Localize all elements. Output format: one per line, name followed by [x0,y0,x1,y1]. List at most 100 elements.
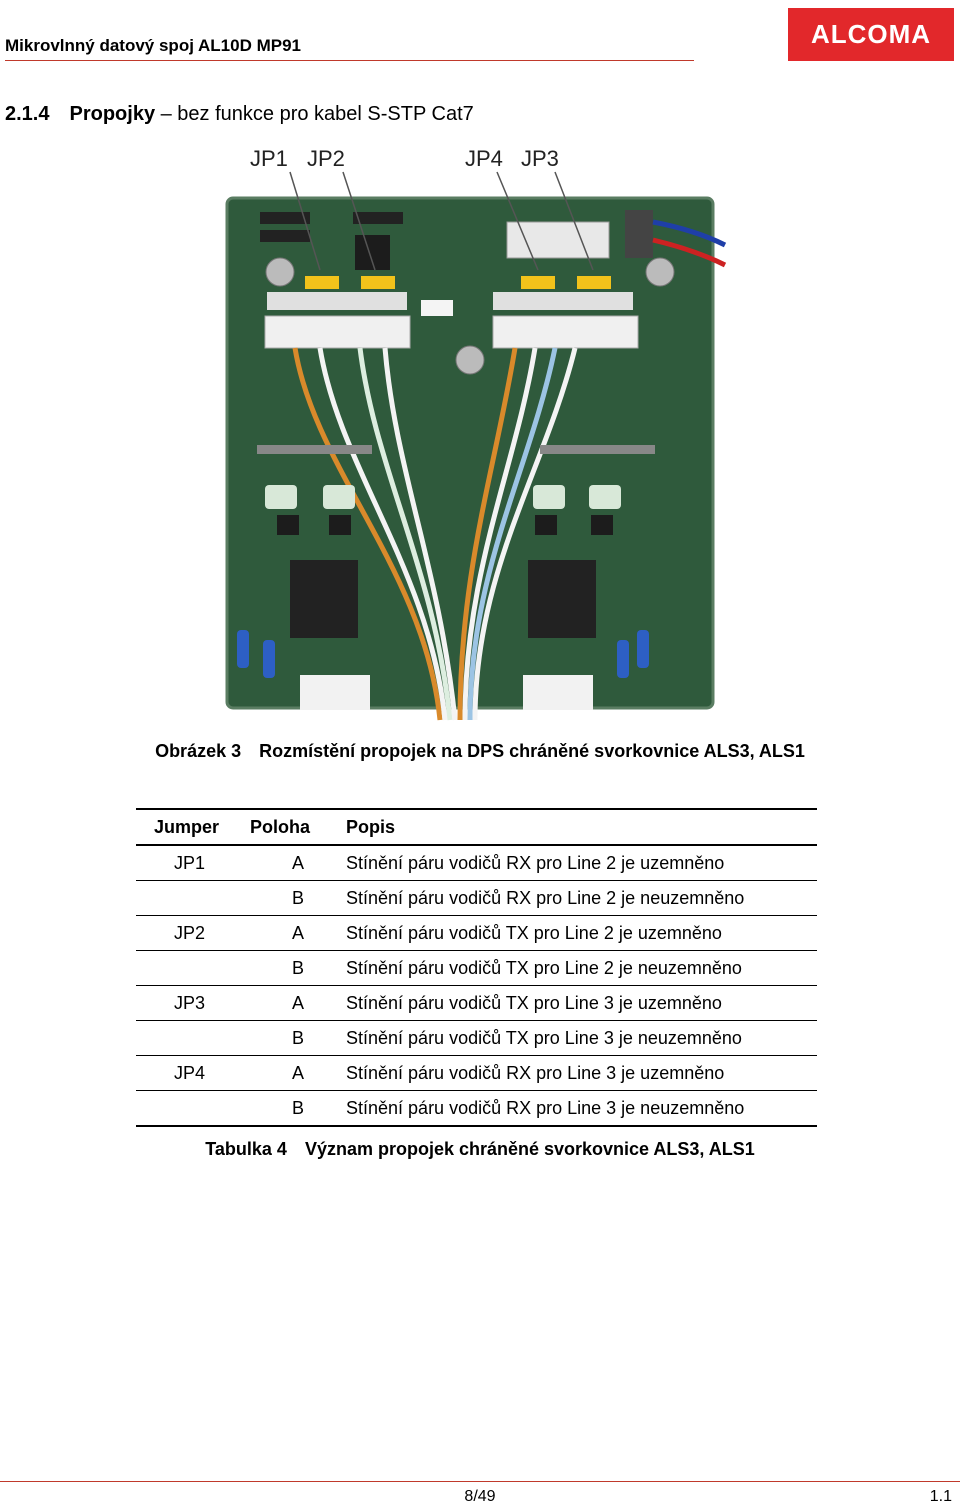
cell-position: B [250,950,346,986]
label-chip [421,300,453,316]
section-number: 2.1.4 [5,103,50,125]
header-jumper: Jumper [136,808,250,846]
label-jp4: JP4 [465,146,503,171]
jp3-ab-marker [577,276,611,289]
table-row: B Stínění páru vodičů TX pro Line 2 je n… [136,950,817,986]
section-title-rest: – bez funkce pro kabel S-STP Cat7 [155,103,474,125]
table-row: JP3 A Stínění páru vodičů TX pro Line 3 … [136,985,817,1021]
fuse [506,221,610,259]
document-title: Mikrovlnný datový spoj AL10D MP91 [5,36,301,55]
cell-description: Stínění páru vodičů RX pro Line 3 je neu… [346,1090,817,1127]
blue-wire [652,219,727,248]
wire-orange [457,347,518,721]
wire-white [382,347,458,721]
screw-icon [455,345,485,375]
table-row: B Stínění páru vodičů TX pro Line 3 je n… [136,1020,817,1056]
section-heading: 2.1.4 Propojky – bez funkce pro kabel S-S… [5,103,474,126]
ic-small [277,515,299,535]
cell-position: A [250,985,346,1021]
wire-orange [292,347,443,721]
cell-jumper [136,950,250,986]
capacitor [237,630,249,668]
cell-position: B [250,1090,346,1127]
figure-caption-number: Obrázek 3 [155,741,242,761]
pointer-jp2 [342,171,376,271]
terminal-block-left [264,315,411,349]
screw-icon [645,257,675,287]
capacitor [263,640,275,678]
cell-jumper [136,1020,250,1056]
cell-jumper [136,1090,250,1127]
label-jp2: JP2 [307,146,345,171]
cell-position: A [250,845,346,881]
cell-position: A [250,915,346,951]
table-row: B Stínění páru vodičů RX pro Line 3 je n… [136,1090,817,1127]
cell-description: Stínění páru vodičů RX pro Line 2 je uze… [346,845,817,881]
cell-jumper [136,880,250,916]
power-terminal [625,210,653,258]
cell-jumper: JP1 [136,845,250,881]
pin-header [540,445,655,454]
diode [353,212,403,224]
pcb-figure: JP1 JP2 JP4 JP3 [225,140,735,730]
table-row: JP2 A Stínění páru vodičů TX pro Line 2 … [136,915,817,951]
diode [260,212,310,224]
wire-white [317,347,448,721]
terminal-strip-left [267,292,407,310]
ic-small [591,515,613,535]
jumper-table: Jumper Poloha Popis JP1 A Stínění páru v… [136,808,817,1127]
pcb-illustration: JP1 JP2 JP4 JP3 [225,146,727,721]
pointer-jp4 [496,171,539,271]
cell-description: Stínění páru vodičů RX pro Line 2 je neu… [346,880,817,916]
wire-green-white [357,347,453,721]
page-number: 8/49 [464,1488,496,1505]
alcoma-logo: ALCOMA [788,8,954,61]
connector-slot [300,675,370,710]
wire-blue [467,347,558,721]
inductor [589,485,621,509]
table-row: JP1 A Stínění páru vodičů RX pro Line 2 … [136,845,817,881]
cell-position: B [250,1020,346,1056]
transformer-chip [528,560,596,638]
ic-small [535,515,557,535]
jp2-ab-marker [361,276,395,289]
header-position: Poloha [250,808,346,846]
inductor [533,485,565,509]
table-row: B Stínění páru vodičů RX pro Line 2 je n… [136,880,817,916]
diode [260,230,310,242]
ic-small [329,515,351,535]
cell-description: Stínění páru vodičů TX pro Line 2 je uze… [346,915,817,951]
transformer-chip [290,560,358,638]
cell-description: Stínění páru vodičů TX pro Line 3 je uze… [346,985,817,1021]
red-wire [652,237,727,268]
jp4-ab-marker [521,276,555,289]
table-header-row: Jumper Poloha Popis [136,808,817,846]
cell-jumper: JP4 [136,1055,250,1091]
terminal-strip-right [493,292,633,310]
connector-slot [523,675,593,710]
figure-caption: Obrázek 3 Rozmístění propojek na DPS chrá… [0,741,960,762]
section-title-bold: Propojky [69,103,156,125]
header-description: Popis [346,808,817,846]
inductor [323,485,355,509]
terminal-block-right [492,315,639,349]
cell-position: A [250,1055,346,1091]
capacitor [617,640,629,678]
figure-caption-text: Rozmístění propojek na DPS chráněné svor… [259,741,805,761]
inductor [265,485,297,509]
cell-description: Stínění páru vodičů TX pro Line 2 je neu… [346,950,817,986]
footer-divider [0,1481,960,1482]
jp1-ab-marker [305,276,339,289]
header-divider [5,60,694,61]
label-jp3: JP3 [521,146,559,171]
cell-description: Stínění páru vodičů RX pro Line 3 je uze… [346,1055,817,1091]
capacitor [637,630,649,668]
cell-position: B [250,880,346,916]
pointer-jp1 [289,171,321,271]
table-caption-number: Tabulka 4 [205,1139,287,1159]
cell-jumper: JP2 [136,915,250,951]
cell-description: Stínění páru vodičů TX pro Line 3 je neu… [346,1020,817,1056]
wire-white [462,347,538,721]
label-jp1: JP1 [250,146,288,171]
